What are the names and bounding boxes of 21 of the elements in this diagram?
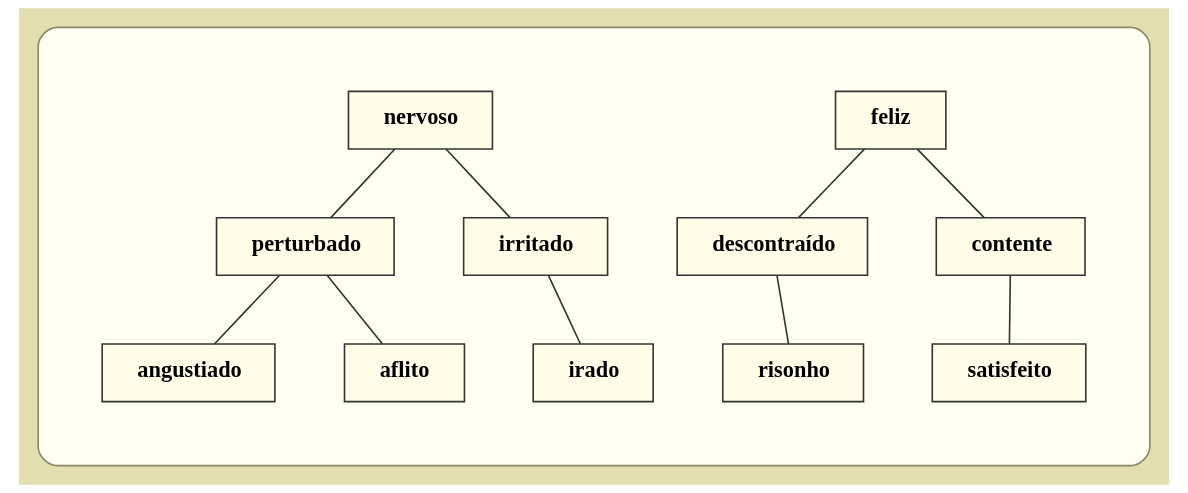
- node-box: aflito: [343, 343, 466, 403]
- node-box: risonho: [721, 343, 865, 403]
- connector: [445, 148, 511, 219]
- connector: [1008, 274, 1012, 345]
- connector: [329, 148, 396, 219]
- node-box: contente: [935, 216, 1086, 277]
- cluster: [37, 26, 1151, 467]
- connector: [776, 274, 790, 345]
- connector: [213, 274, 281, 345]
- connector: [547, 274, 582, 345]
- node-box: satisfeito: [931, 343, 1087, 403]
- node-box: perturbado: [215, 216, 395, 277]
- connector: [326, 274, 384, 345]
- node-box: irritado: [462, 216, 609, 277]
- node-box: descontraído: [676, 216, 869, 277]
- node-box: irado: [532, 343, 654, 403]
- node-box: angustiado: [101, 343, 276, 403]
- node-box: nervoso: [347, 90, 494, 150]
- node-box: feliz: [834, 90, 947, 150]
- connector: [916, 148, 985, 219]
- connector: [797, 148, 866, 219]
